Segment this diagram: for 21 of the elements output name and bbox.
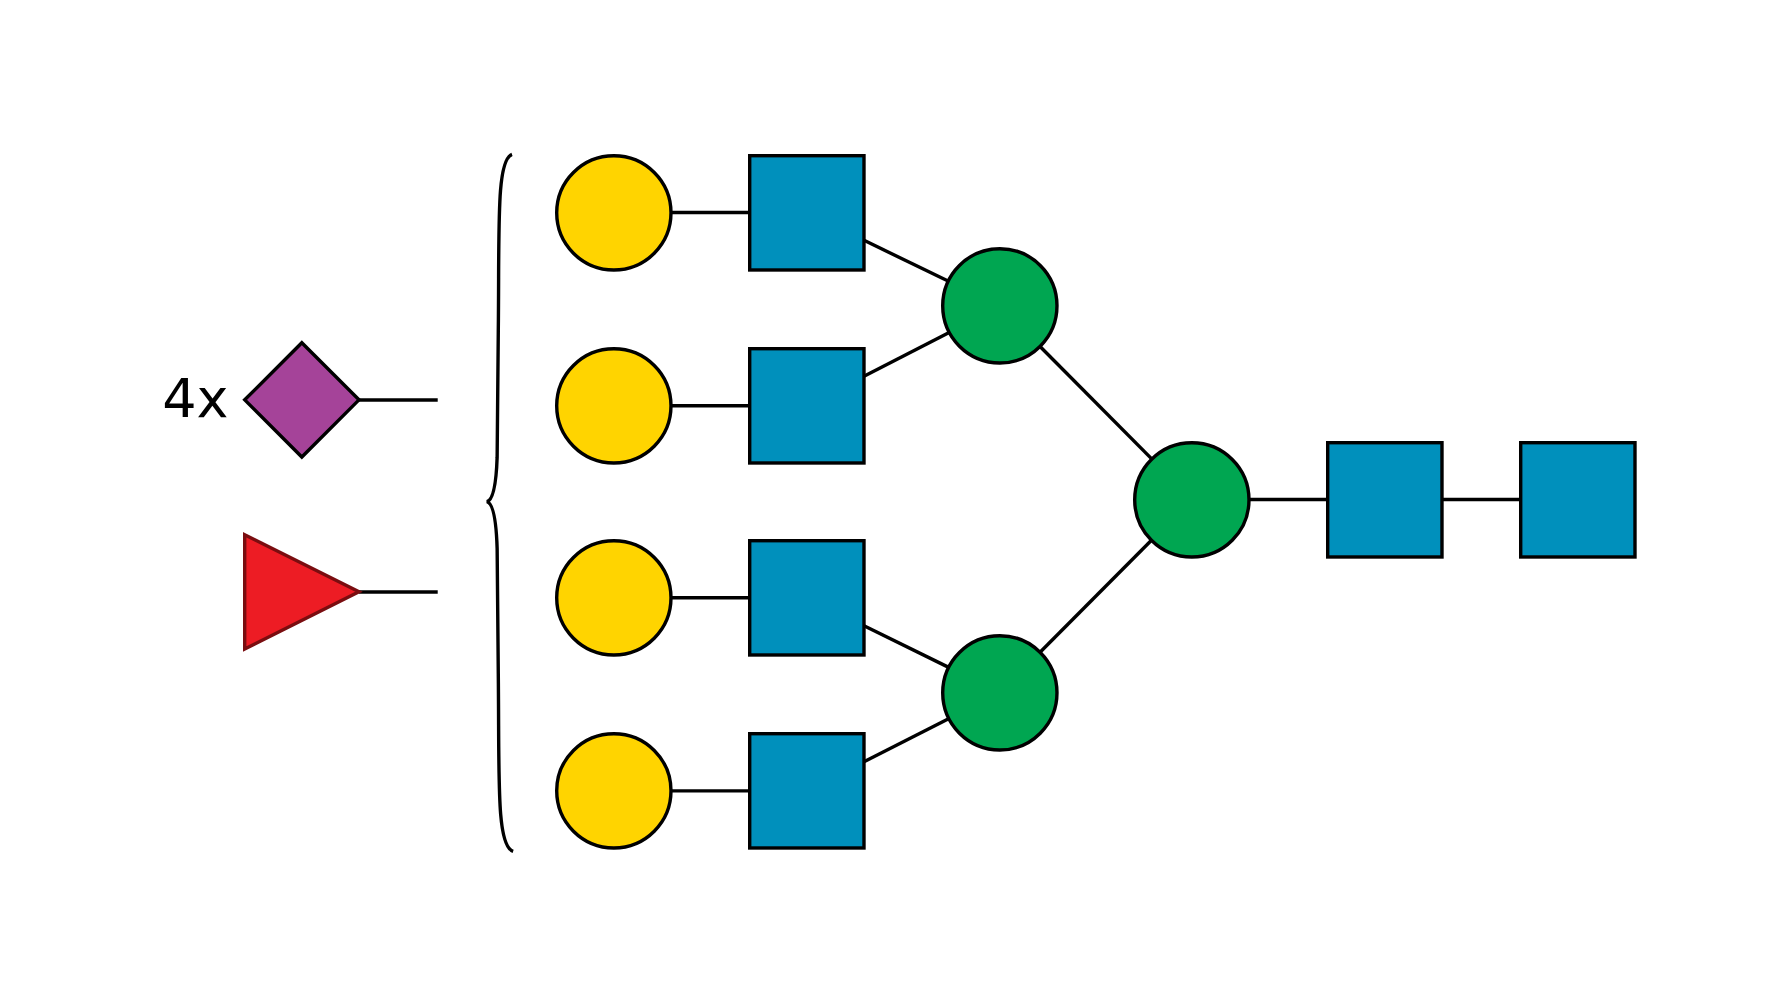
monosaccharide-square: [748, 732, 866, 850]
monosaccharide-triangle: [242, 533, 361, 651]
monosaccharide-circle: [554, 153, 673, 272]
monosaccharide-circle: [941, 247, 1059, 366]
monosaccharide-circle: [554, 538, 673, 657]
monosaccharide-circle: [554, 346, 673, 465]
linkage-line: [1249, 497, 1328, 502]
linkage-line: [358, 398, 438, 402]
monosaccharide-circle: [554, 732, 673, 850]
monosaccharide-circle: [941, 633, 1059, 752]
linkage-line: [1039, 538, 1153, 654]
multiplier-label: 4x: [162, 372, 229, 426]
monosaccharide-diamond: [242, 341, 361, 459]
monosaccharide-square: [748, 153, 866, 272]
monosaccharide-square: [1519, 440, 1638, 559]
monosaccharide-square: [1326, 440, 1444, 559]
monosaccharide-square: [748, 538, 866, 657]
monosaccharide-square: [748, 346, 866, 465]
linkage-line: [1039, 345, 1153, 461]
linkage-line: [358, 590, 438, 594]
monosaccharide-circle: [1133, 440, 1251, 559]
